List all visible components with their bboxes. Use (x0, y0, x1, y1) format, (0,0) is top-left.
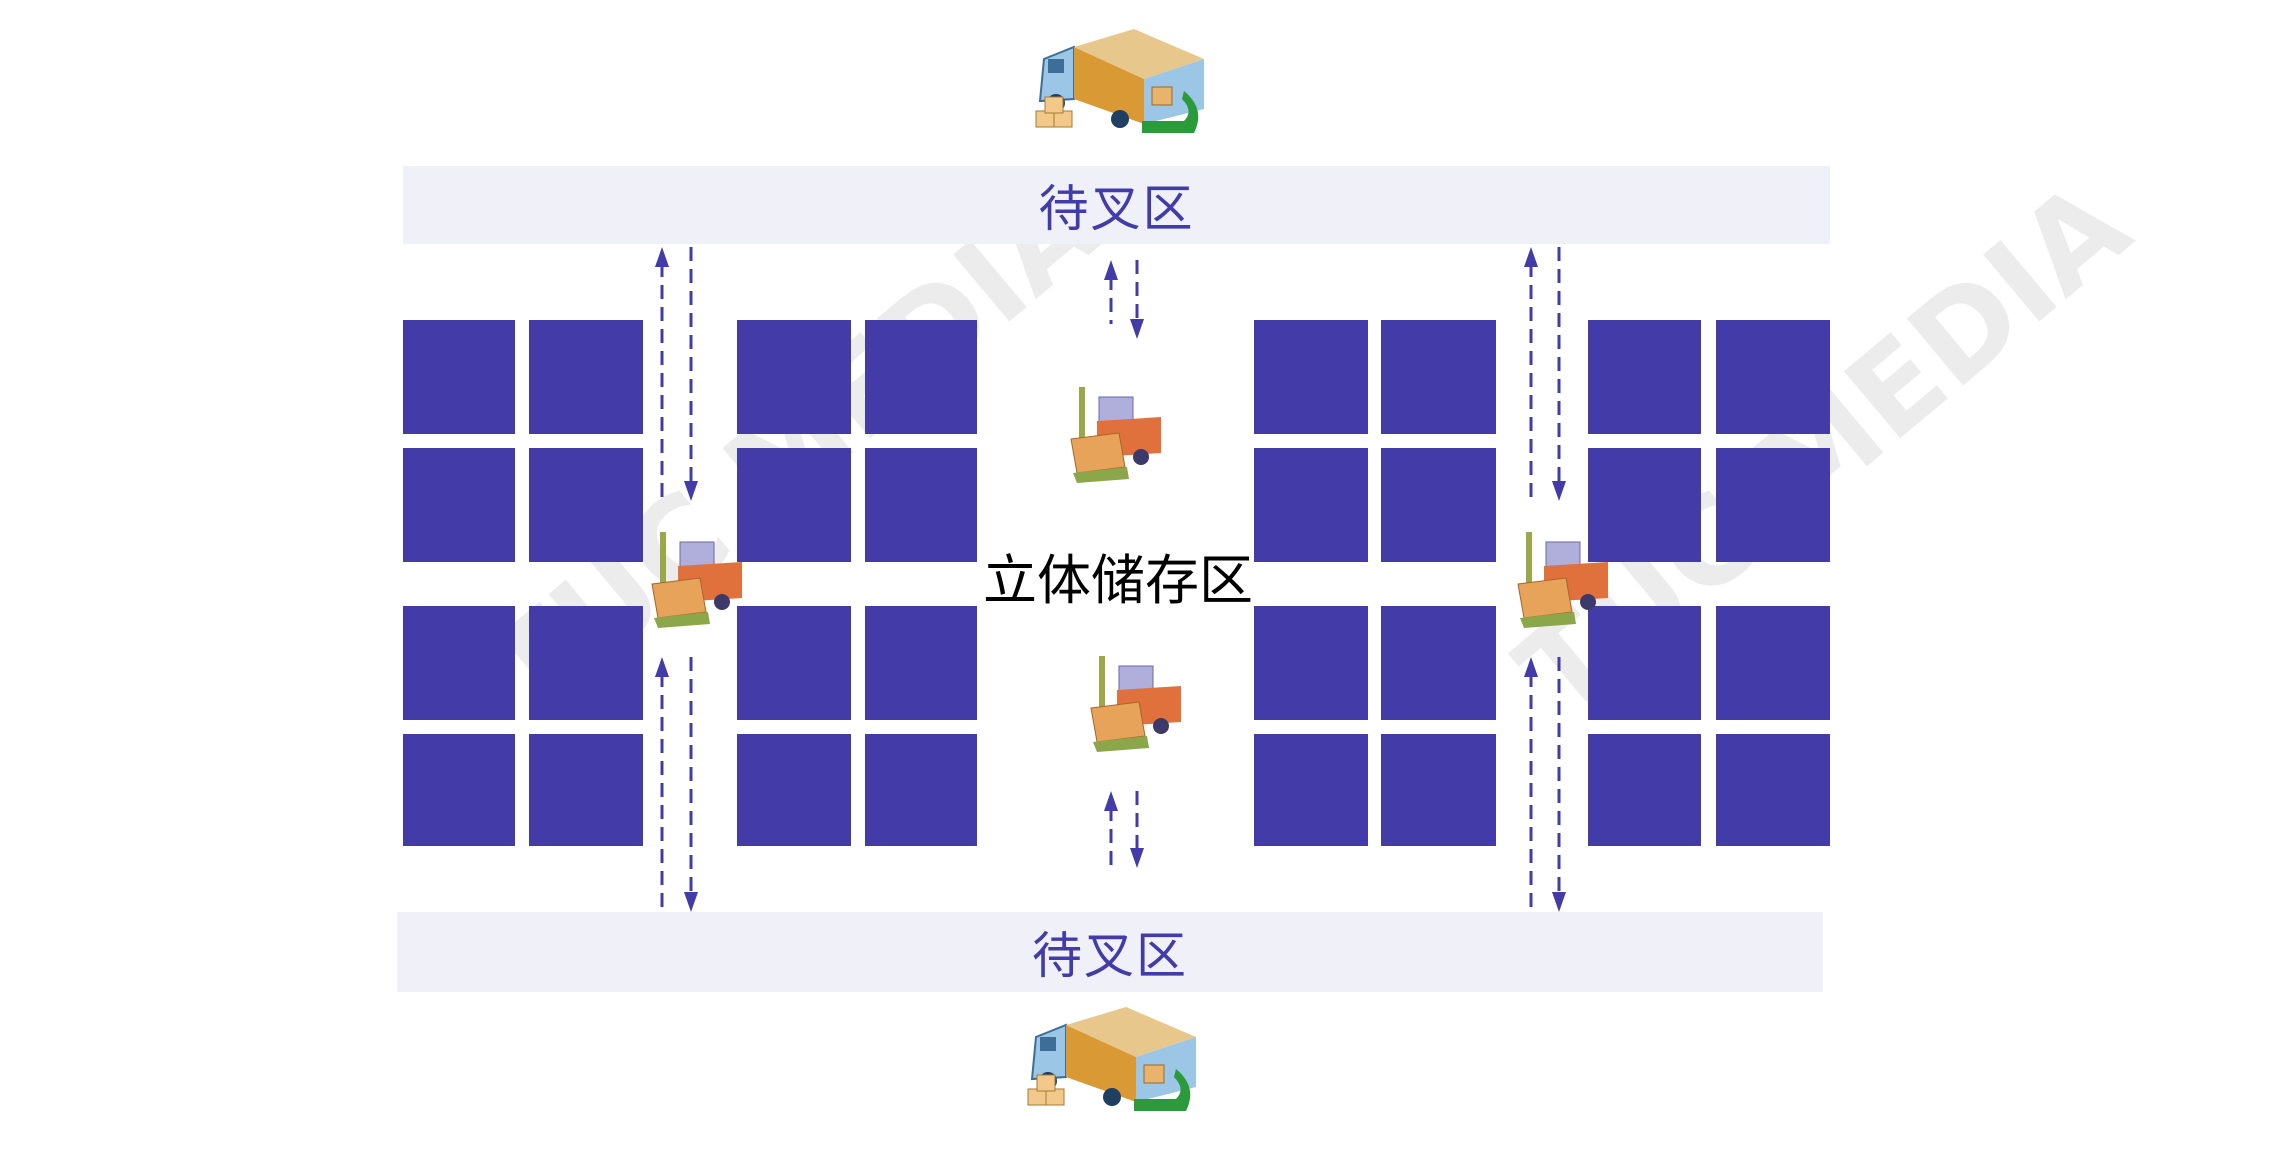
storage-rack-cell (1588, 606, 1701, 720)
forklift-icon-center-bottom (1090, 655, 1182, 753)
storage-rack-cell (1588, 448, 1701, 562)
storage-rack-cell (865, 606, 977, 720)
storage-rack-cell (1588, 320, 1701, 434)
forklift-icon-right-aisle (1517, 531, 1609, 629)
storage-rack-cell (403, 734, 515, 846)
storage-rack-cell (1381, 320, 1496, 434)
arrow-down-icon (1552, 481, 1566, 501)
top-staging-zone: 待叉区 (403, 166, 1830, 244)
arrow-up-icon (1524, 657, 1538, 677)
arrow-up-icon (655, 657, 669, 677)
arrow-up-icon (655, 247, 669, 267)
storage-rack-cell (737, 448, 851, 562)
storage-rack-cell (737, 734, 851, 846)
storage-rack-cell (1381, 606, 1496, 720)
storage-rack-cell (1254, 320, 1368, 434)
storage-rack-cell (1381, 734, 1496, 846)
storage-rack-cell (529, 320, 643, 434)
storage-rack-cell (865, 734, 977, 846)
storage-rack-cell (737, 320, 851, 434)
arrow-up-icon (1524, 247, 1538, 267)
top-staging-label: 待叉区 (1038, 180, 1195, 238)
storage-rack-cell (737, 606, 851, 720)
storage-rack-cell (865, 320, 977, 434)
arrow-up-icon (1104, 260, 1118, 280)
storage-rack-cell (1254, 734, 1368, 846)
arrow-down-icon (684, 481, 698, 501)
bottom-staging-zone: 待叉区 (397, 912, 1823, 992)
storage-rack-cell (1254, 606, 1368, 720)
storage-rack-cell (529, 734, 643, 846)
forklift-icon-center-top (1070, 386, 1162, 484)
arrow-down-icon (1552, 892, 1566, 912)
storage-rack-cell (1588, 734, 1701, 846)
storage-rack-cell (1254, 448, 1368, 562)
storage-rack-cell (1716, 320, 1830, 434)
storage-rack-cell (403, 606, 515, 720)
arrow-down-icon (684, 892, 698, 912)
truck-icon-bottom (1027, 1006, 1197, 1112)
arrow-down-icon (1130, 848, 1144, 868)
arrow-down-icon (1130, 319, 1144, 339)
storage-rack-cell (529, 448, 643, 562)
bottom-staging-label: 待叉区 (1032, 927, 1188, 985)
arrow-up-icon (1104, 791, 1118, 811)
storage-rack-cell (529, 606, 643, 720)
storage-rack-cell (1716, 606, 1830, 720)
storage-rack-cell (1381, 448, 1496, 562)
storage-rack-cell (403, 448, 515, 562)
storage-rack-cell (1716, 734, 1830, 846)
forklift-icon-left-aisle (651, 531, 743, 629)
storage-zone-label: 立体储存区 (983, 549, 1253, 612)
storage-rack-cell (403, 320, 515, 434)
storage-rack-cell (1716, 448, 1830, 562)
truck-icon-top (1035, 29, 1204, 133)
storage-rack-cell (865, 448, 977, 562)
